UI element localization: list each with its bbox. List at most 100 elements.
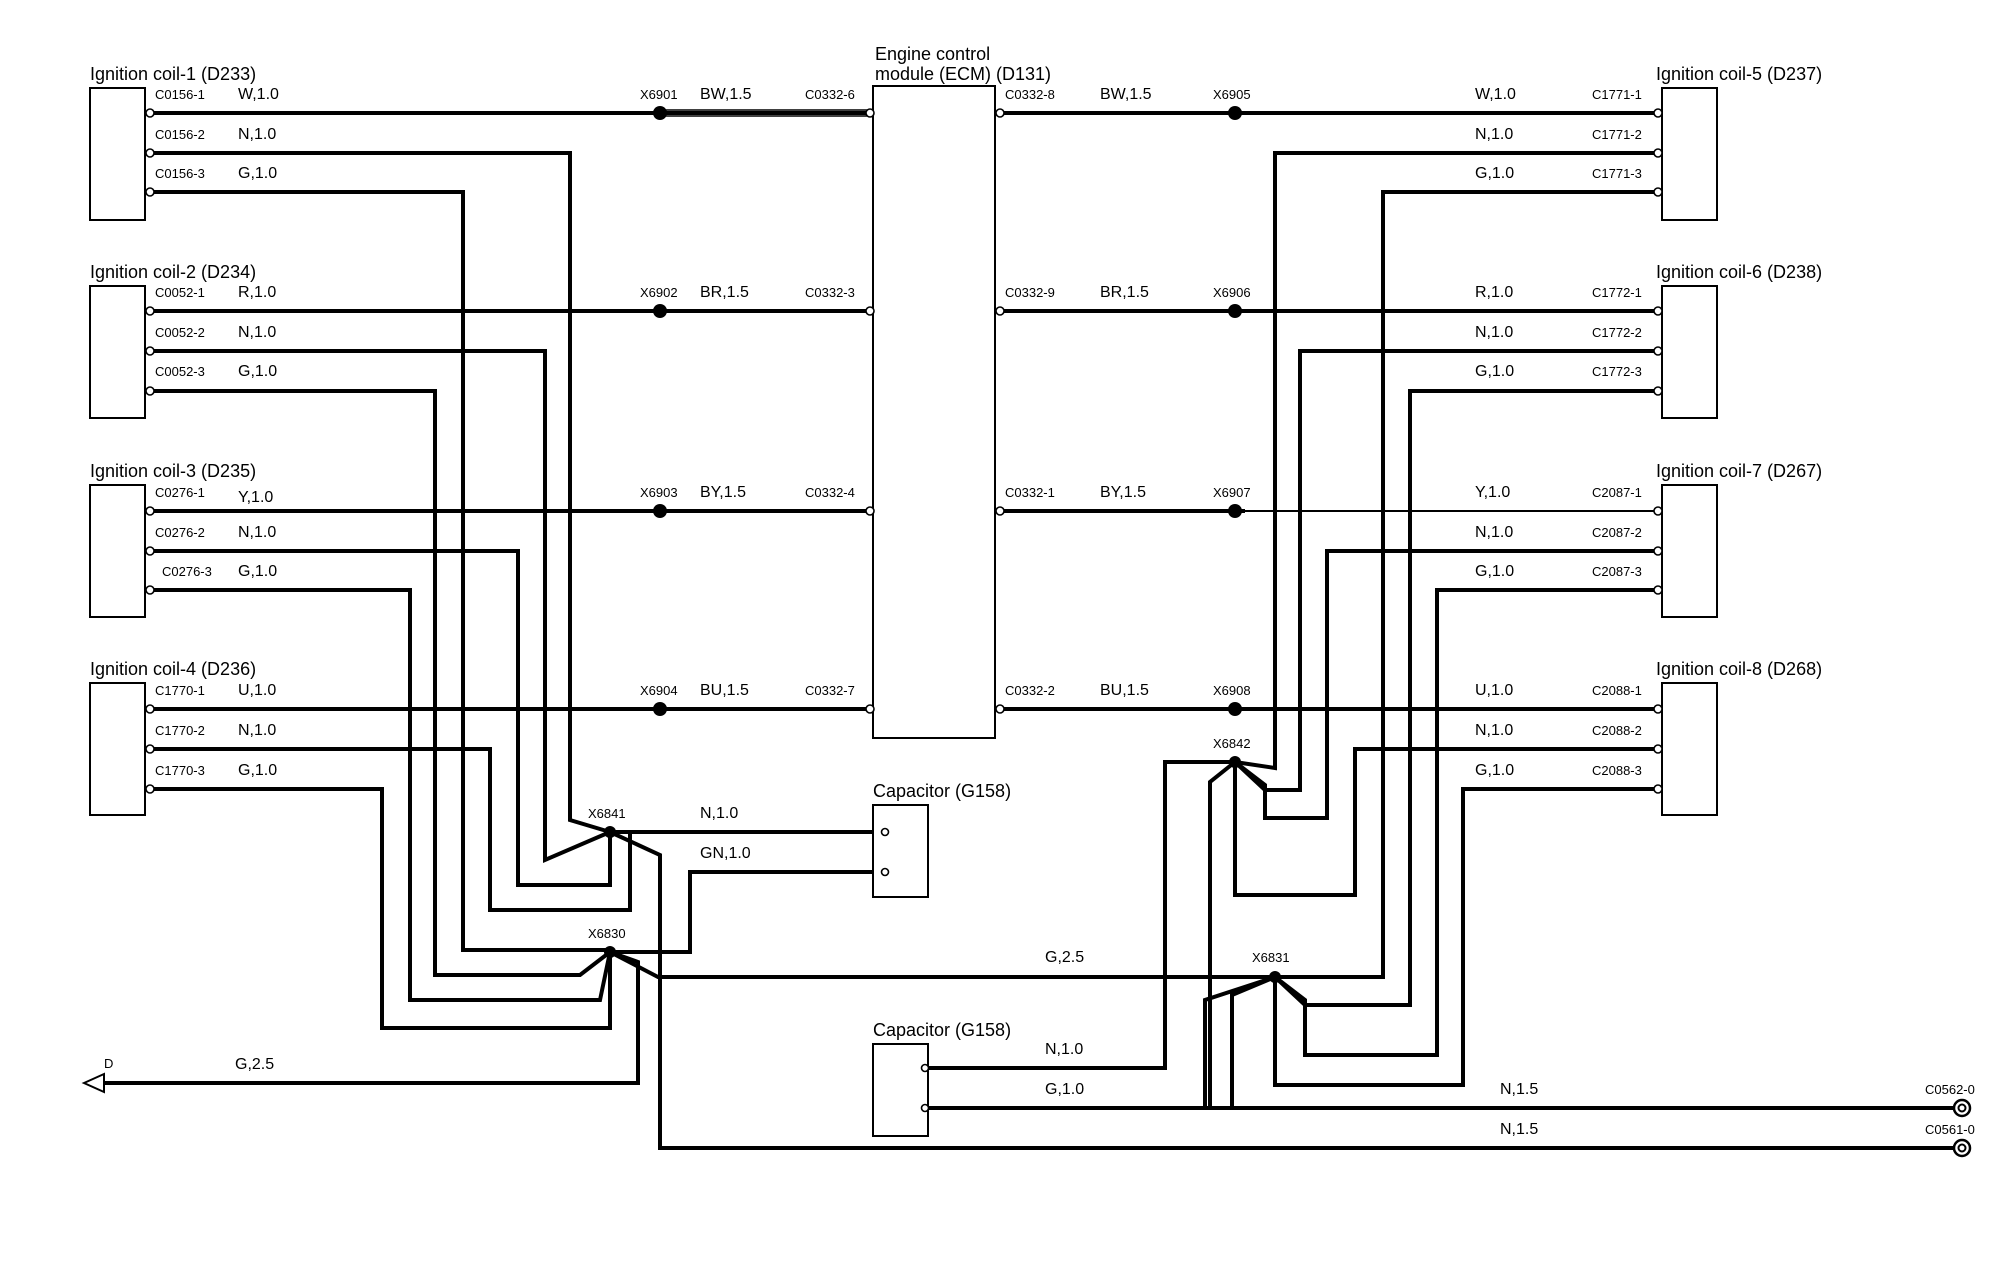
wire-label: W,1.0 <box>238 86 279 103</box>
wire-label: N,1.0 <box>1045 1041 1083 1058</box>
connector-pin-label: C0332-6 <box>805 87 855 102</box>
ground-out: D G,2.5 <box>81 1056 274 1094</box>
ecm-title-line2: module (ECM) (D131) <box>875 64 1051 84</box>
connector-pin-label: C1772-2 <box>1592 325 1642 340</box>
connector-pin-label: C1770-2 <box>155 723 205 738</box>
connector-pin-label: C1772-1 <box>1592 285 1642 300</box>
arrow-label: D <box>104 1056 113 1071</box>
splice-label: X6842 <box>1213 736 1251 751</box>
splice-dot <box>1228 304 1242 318</box>
coil-title: Ignition coil-2 (D234) <box>90 262 256 282</box>
connector-pin-label: C0332-7 <box>805 683 855 698</box>
splice-label: X6903 <box>640 485 678 500</box>
splice-label: X6904 <box>640 683 678 698</box>
wire-label: BR,1.5 <box>1100 284 1149 301</box>
capacitor-2: Capacitor (G158) N,1.0 G,1.0 <box>872 1020 1084 1137</box>
wires <box>102 109 1960 1150</box>
connector-pin-label: C2088-1 <box>1592 683 1642 698</box>
wire-label: G,1.0 <box>238 563 277 580</box>
ignition-coil-8: Ignition coil-8 (D268) C2088-1 C2088-2 C… <box>1475 659 1822 816</box>
connector-pin-label: C1771-3 <box>1592 166 1642 181</box>
coil-title: Ignition coil-7 (D267) <box>1656 461 1822 481</box>
capacitor-title: Capacitor (G158) <box>873 781 1011 801</box>
wire-label: R,1.0 <box>1475 284 1513 301</box>
wire-label: R,1.0 <box>238 284 276 301</box>
wire-label: W,1.0 <box>1475 86 1516 103</box>
capacitor-title: Capacitor (G158) <box>873 1020 1011 1040</box>
coil-title: Ignition coil-3 (D235) <box>90 461 256 481</box>
ignition-coil-7: Ignition coil-7 (D267) C2087-1 C2087-2 C… <box>1475 461 1822 618</box>
wire-label: N,1.0 <box>238 722 276 739</box>
wire-label: BW,1.5 <box>1100 86 1152 103</box>
connector-pin-label: C0156-1 <box>155 87 205 102</box>
connector-pin-label: C1770-1 <box>155 683 205 698</box>
connector-pin-label: C0332-8 <box>1005 87 1055 102</box>
ignition-coil-1: Ignition coil-1 (D233) C0156-1 C0156-2 C… <box>89 64 279 221</box>
wire-label: G,1.0 <box>1475 563 1514 580</box>
wire-label: G,2.5 <box>235 1056 274 1073</box>
wire-label: N,1.0 <box>700 805 738 822</box>
wire-label: G,1.0 <box>238 363 277 380</box>
splice-label: X6831 <box>1252 950 1290 965</box>
splice-dot <box>653 504 667 518</box>
ignition-coil-6: Ignition coil-6 (D238) C1772-1 C1772-2 C… <box>1475 262 1822 419</box>
connector-pin-label: C0052-3 <box>155 364 205 379</box>
wire-label: G,2.5 <box>1045 949 1084 966</box>
wire-label: GN,1.0 <box>700 845 751 862</box>
connector-pin-label: C0332-2 <box>1005 683 1055 698</box>
connector-pin-label: C1772-3 <box>1592 364 1642 379</box>
splice-dot <box>653 304 667 318</box>
ecm-module: Engine control module (ECM) (D131) <box>865 44 1051 739</box>
connector-pin-label: C0332-9 <box>1005 285 1055 300</box>
connector-pin-label: C2087-2 <box>1592 525 1642 540</box>
wire-label: G,1.0 <box>1475 762 1514 779</box>
connector-pin-label: C0052-2 <box>155 325 205 340</box>
wire-label: Y,1.0 <box>238 489 273 506</box>
wire-label: BU,1.5 <box>1100 682 1149 699</box>
connector-pin-label: C2088-2 <box>1592 723 1642 738</box>
ground-id: C0562-0 <box>1925 1082 1975 1097</box>
splice-label: X6905 <box>1213 87 1251 102</box>
splice-dot <box>1228 702 1242 716</box>
splice-label: X6902 <box>640 285 678 300</box>
wire-label: BU,1.5 <box>700 682 749 699</box>
wire-label: BY,1.5 <box>700 484 746 501</box>
splice-label: X6830 <box>588 926 626 941</box>
ecm-pins <box>865 108 1005 714</box>
splice-dot <box>1228 106 1242 120</box>
left-signal-labels: X6901 BW,1.5 C0332-6 X6902 BR,1.5 C0332-… <box>640 86 855 716</box>
splice-dot <box>653 106 667 120</box>
splice-label: X6907 <box>1213 485 1251 500</box>
connector-pin-label: C0276-2 <box>155 525 205 540</box>
ignition-coil-3: Ignition coil-3 (D235) C0276-1 C0276-2 C… <box>89 461 277 618</box>
wire-label: G,1.0 <box>1045 1081 1084 1098</box>
wire-label: N,1.0 <box>1475 126 1513 143</box>
wire-label: U,1.0 <box>1475 682 1513 699</box>
splice-label: X6841 <box>588 806 626 821</box>
wire-label: U,1.0 <box>238 682 276 699</box>
ecm-title-line1: Engine control <box>875 44 990 64</box>
connector-pin-label: C2088-3 <box>1592 763 1642 778</box>
connector-pin-label: C2087-1 <box>1592 485 1642 500</box>
wire-label: BR,1.5 <box>700 284 749 301</box>
capacitor-1: Capacitor (G158) N,1.0 GN,1.0 <box>700 781 1011 898</box>
connector-pin-label: C0276-3 <box>162 564 212 579</box>
wire-label: N,1.0 <box>238 324 276 341</box>
connector-pin-label: C0332-1 <box>1005 485 1055 500</box>
ignition-coil-5: Ignition coil-5 (D237) C1771-1 C1771-2 C… <box>1475 64 1822 221</box>
connector-pin-label: C0276-1 <box>155 485 205 500</box>
ground-eyelets: C0562-0 N,1.5 C0561-0 N,1.5 <box>1500 1081 1975 1158</box>
coil-title: Ignition coil-4 (D236) <box>90 659 256 679</box>
splice-label: X6901 <box>640 87 678 102</box>
right-signal-labels: C0332-8 BW,1.5 X6905 C0332-9 BR,1.5 X690… <box>1005 86 1251 716</box>
wire-label: N,1.5 <box>1500 1081 1538 1098</box>
wire-label: Y,1.0 <box>1475 484 1510 501</box>
connector-pin-label: C0052-1 <box>155 285 205 300</box>
connector-pin-label: C1771-2 <box>1592 127 1642 142</box>
ignition-coil-2: Ignition coil-2 (D234) C0052-1 C0052-2 C… <box>89 262 277 419</box>
splice-dot <box>653 702 667 716</box>
coil-title: Ignition coil-6 (D238) <box>1656 262 1822 282</box>
ground-splices: X6841 X6830 X6842 X6831 G,2.5 <box>588 736 1290 983</box>
wire-label: G,1.0 <box>238 165 277 182</box>
